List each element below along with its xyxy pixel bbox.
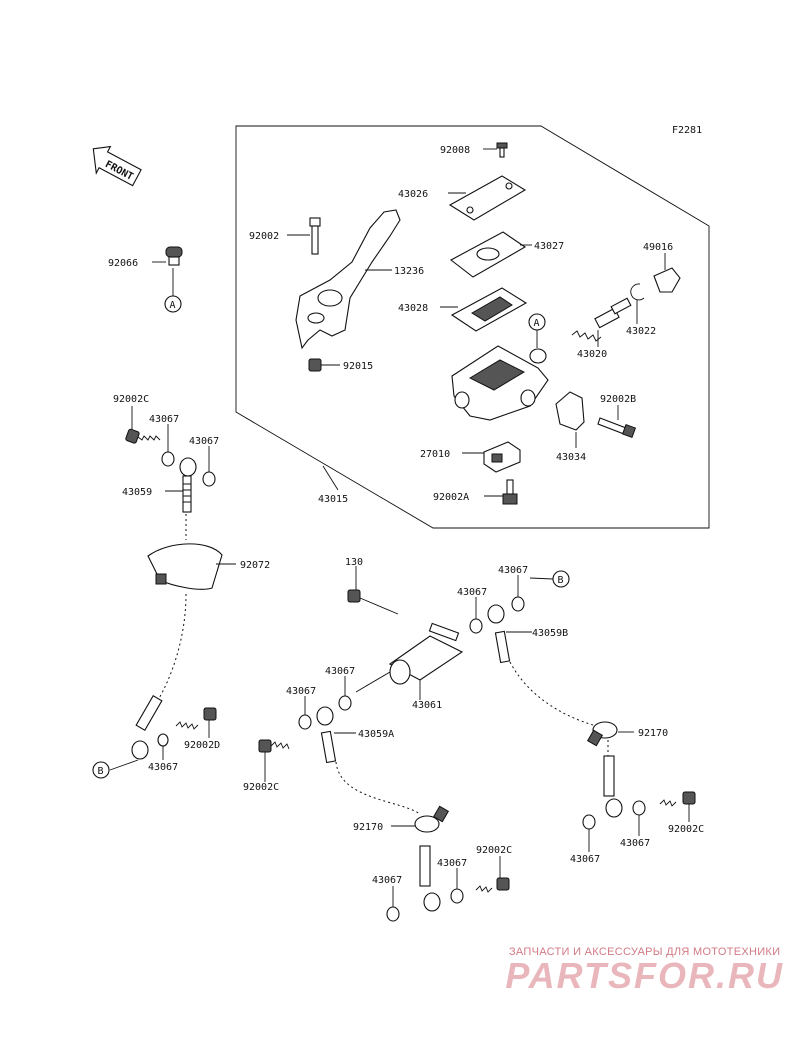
label-43067-j: 43067 <box>570 854 600 865</box>
label-43059: 43059 <box>122 487 152 498</box>
hose-end-43059-icon <box>179 457 197 513</box>
label-43059A: 43059A <box>358 729 394 740</box>
clamp-43034-icon <box>555 391 585 431</box>
label-92002C-b: 92002C <box>243 782 279 793</box>
label-43067-i: 43067 <box>437 858 467 869</box>
svg-text:B: B <box>98 766 104 777</box>
bolt-130-icon <box>347 589 399 615</box>
hose-end-43059A-icon <box>316 706 337 764</box>
label-92002C-d: 92002C <box>668 824 704 835</box>
label-43059B: 43059B <box>532 628 568 639</box>
label-43067-d: 43067 <box>498 565 528 576</box>
circlip-43022-icon <box>630 283 645 301</box>
label-92170-b: 92170 <box>353 822 383 833</box>
svg-text:A: A <box>534 318 540 329</box>
hose-end-lower-right-icon <box>603 755 623 818</box>
brake-lever-13236-icon <box>295 209 401 350</box>
washer-43067-d-icon <box>511 596 525 612</box>
banjo-bolt-92002C-b-icon <box>258 739 290 753</box>
figure-code: F2281 <box>672 125 702 136</box>
label-92015: 92015 <box>343 361 373 372</box>
label-43067-h: 43067 <box>372 875 402 886</box>
banjo-bolt-92002C-a-icon <box>125 428 161 444</box>
svg-text:B: B <box>558 575 564 586</box>
ref-A-box: A <box>528 313 546 331</box>
label-43067-c: 43067 <box>457 587 487 598</box>
label-43061: 43061 <box>412 700 442 711</box>
label-43067-a: 43067 <box>149 414 179 425</box>
hose-end-lower-left-icon <box>131 695 163 760</box>
watermark: ЗАПЧАСТИ И АКСЕССУАРЫ ДЛЯ МОТОТЕХНИКИ PA… <box>505 946 784 994</box>
clamp-92170-b-icon <box>414 805 450 833</box>
nut-92015-icon <box>308 358 322 372</box>
ref-B-top: B <box>552 570 570 588</box>
watermark-caption: ЗАПЧАСТИ И АКСЕССУАРЫ ДЛЯ МОТОТЕХНИКИ <box>508 946 781 958</box>
washer-43067-c-icon <box>469 618 483 634</box>
label-43067-f: 43067 <box>286 686 316 697</box>
front-arrow-icon: FRONT <box>92 145 142 187</box>
banjo-bolt-92002C-d-icon <box>659 791 696 807</box>
label-43028: 43028 <box>398 303 428 314</box>
label-43067-b: 43067 <box>189 436 219 447</box>
brake-switch-27010-icon <box>483 441 521 473</box>
label-43067-k: 43067 <box>620 838 650 849</box>
label-43026: 43026 <box>398 189 428 200</box>
screw-92008-icon <box>496 142 508 158</box>
cap-92066-icon <box>165 246 183 266</box>
label-92066: 92066 <box>108 258 138 269</box>
master-cylinder-body-icon <box>451 345 549 421</box>
washer-43067-h-icon <box>386 906 400 922</box>
label-43067-g: 43067 <box>148 762 178 773</box>
hose-end-43059B-icon <box>487 604 511 664</box>
washer-43067-i-icon <box>450 888 464 904</box>
washer-43067-j-icon <box>582 814 596 830</box>
label-43027: 43027 <box>534 241 564 252</box>
piston-kit-43020-icon <box>571 297 632 342</box>
label-92170-a: 92170 <box>638 728 668 739</box>
label-43020: 43020 <box>577 349 607 360</box>
label-43015: 43015 <box>318 494 348 505</box>
label-92002C-c: 92002C <box>476 845 512 856</box>
label-43034: 43034 <box>556 452 586 463</box>
clamp-92170-a-icon <box>586 721 618 747</box>
washer-43067-b-icon <box>202 471 216 487</box>
label-92002C-a: 92002C <box>113 394 149 405</box>
washer-43067-f-icon <box>298 714 312 730</box>
dust-boot-49016-icon <box>653 267 681 293</box>
watermark-brand: PARTSFOR.RU <box>505 955 784 996</box>
washer-43067-e-icon <box>338 695 352 711</box>
label-43022: 43022 <box>626 326 656 337</box>
washer-43067-g-icon <box>157 733 169 747</box>
joint-43061-icon <box>388 622 464 685</box>
leader-lines <box>109 148 690 907</box>
ref-A-top: A <box>164 295 182 313</box>
ref-B-left: B <box>92 761 110 779</box>
label-13236: 13236 <box>394 266 424 277</box>
hose-end-lower-mid-icon <box>419 845 441 912</box>
reservoir-cap-43026-icon <box>448 175 527 221</box>
label-92002B: 92002B <box>600 394 636 405</box>
label-49016: 49016 <box>643 242 673 253</box>
bolt-92002D-icon <box>175 707 217 730</box>
washer-43067-a-icon <box>161 451 175 467</box>
label-27010: 27010 <box>420 449 450 460</box>
label-130: 130 <box>345 557 363 568</box>
label-92002D: 92002D <box>184 740 220 751</box>
label-92002: 92002 <box>249 231 279 242</box>
washer-43067-k-icon <box>632 800 646 816</box>
bolt-92002-icon <box>309 217 321 255</box>
bolt-92002B-icon <box>597 417 637 439</box>
banjo-bolt-92002C-c-icon <box>475 877 510 893</box>
screw-92002A-icon <box>502 479 518 505</box>
hose-clamp-92072-icon <box>147 543 223 590</box>
assembly-outline-43015 <box>235 125 710 529</box>
part-labels: 92008 43026 92002 13236 43027 49016 4302… <box>108 145 704 886</box>
label-43067-e: 43067 <box>325 666 355 677</box>
svg-text:A: A <box>170 300 176 311</box>
label-92008: 92008 <box>440 145 470 156</box>
label-92072: 92072 <box>240 560 270 571</box>
label-92002A: 92002A <box>433 492 469 503</box>
